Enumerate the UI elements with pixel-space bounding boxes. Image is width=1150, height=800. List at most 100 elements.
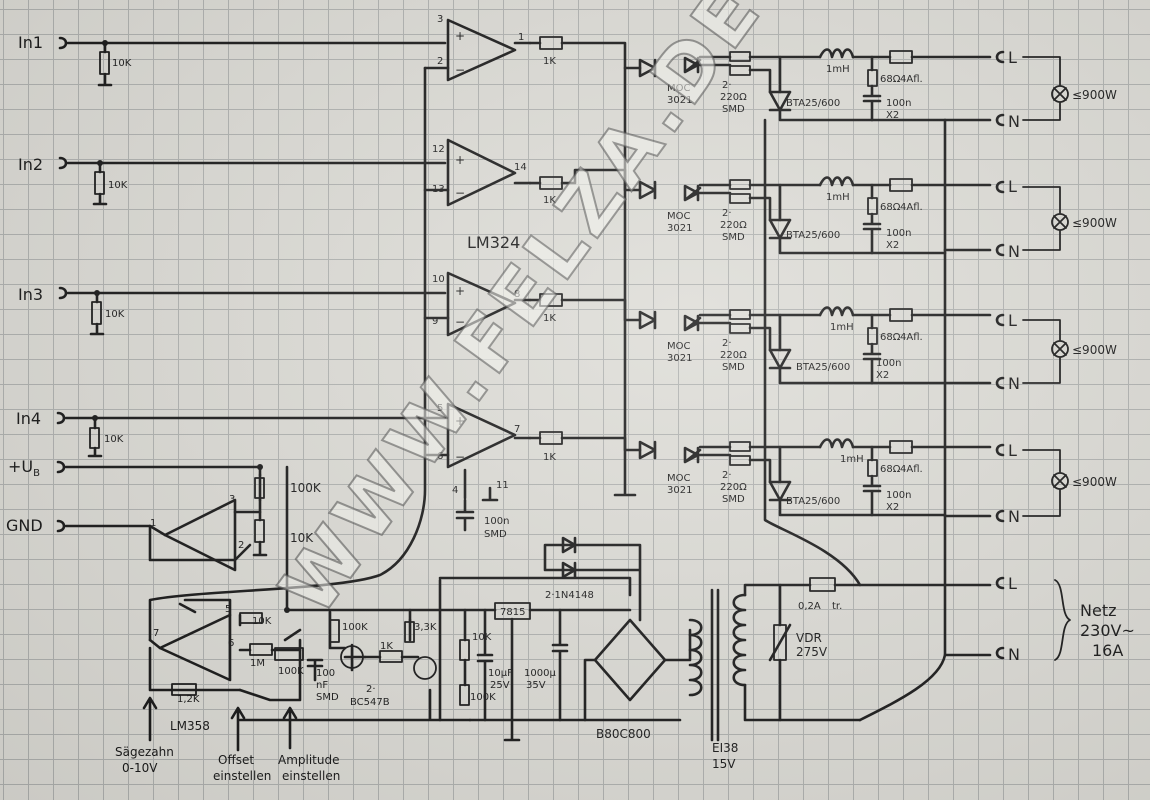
out-n-4: N: [1008, 507, 1020, 526]
pin-opamp1-out: 1: [518, 32, 524, 43]
lamp-3: [1022, 319, 1069, 384]
svg-text:220Ω: 220Ω: [720, 482, 747, 493]
pin-opamp4-out: 7: [514, 424, 520, 435]
saw-r100k: 100K: [342, 622, 368, 633]
pin-div-3: 3: [229, 494, 235, 505]
supply-inputs: [56, 460, 263, 533]
input-label-in1: In1: [18, 33, 43, 52]
annot-saw-b: 0-10V: [122, 761, 158, 775]
mains-fuse-b: tr.: [832, 601, 842, 612]
lm324-opamp-3: [423, 271, 532, 337]
reg-7815: 7815: [500, 607, 525, 618]
svg-text:−: −: [455, 315, 465, 329]
div-r100k: 100K: [290, 481, 322, 495]
saw-r10k: 10K: [252, 616, 272, 627]
svg-text:BTA25/600: BTA25/600: [786, 230, 840, 241]
pin-div-1: 1: [150, 518, 156, 529]
triac-common-bus: [763, 118, 862, 587]
pin-opamp1-minus: 2: [437, 56, 443, 67]
resistor-label-in1: 10K: [112, 58, 132, 69]
netz-voltage: 230V~: [1080, 621, 1135, 640]
mains-fuse-a: 0,2A: [798, 601, 821, 612]
opto-led-4: [638, 440, 657, 460]
svg-text:100n: 100n: [876, 358, 901, 369]
power-stage-3: [683, 306, 992, 385]
opto-led-2: [638, 180, 657, 200]
power-stage-1: [683, 48, 992, 122]
svg-text:1mH: 1mH: [840, 454, 864, 465]
input-label-in2: In2: [18, 155, 43, 174]
pin-opamp2-minus: 13: [432, 184, 445, 195]
svg-text:68Ω: 68Ω: [880, 74, 901, 85]
svg-text:68Ω: 68Ω: [880, 202, 901, 213]
resistor-label-in2: 10K: [108, 180, 128, 191]
lamp-1: [1022, 56, 1069, 121]
svg-text:1mH: 1mH: [826, 192, 850, 203]
lamp-rating-4: ≤900W: [1072, 475, 1117, 489]
annot-amp-b: einstellen: [282, 769, 340, 783]
svg-text:220Ω: 220Ω: [720, 92, 747, 103]
lm324-opamp-2: [423, 138, 532, 207]
pin-lm324-4: 4: [452, 485, 458, 496]
ps-cap10-b: 25V: [490, 680, 510, 691]
svg-text:X2: X2: [886, 502, 899, 513]
annot-off-a: Offset: [218, 753, 254, 767]
svg-text:4Afl.: 4Afl.: [900, 332, 923, 343]
svg-text:+: +: [455, 284, 465, 298]
out-n-1: N: [1008, 112, 1020, 131]
svg-text:MOC: MOC: [667, 211, 690, 222]
svg-text:SMD: SMD: [722, 232, 745, 243]
input-channel-2: [58, 156, 447, 206]
svg-text:SMD: SMD: [722, 362, 745, 373]
svg-text:2·: 2·: [722, 338, 732, 349]
pin-opamp3-out: 8: [514, 289, 520, 300]
pin-div-2: 2: [238, 540, 244, 551]
lm324-label: LM324: [467, 233, 520, 252]
input-channel-1: [58, 36, 447, 87]
lm324-opamp-1: [423, 18, 532, 82]
out-l-4: L: [1008, 441, 1017, 460]
pin-saw-5: 5: [225, 604, 231, 615]
output-connectors: [943, 50, 1005, 660]
out-l-1: L: [1008, 48, 1017, 67]
input-channel-4: [56, 411, 447, 458]
power-stage-4: [683, 438, 992, 517]
power-supply: [408, 536, 692, 742]
ps-r10k: 10K: [472, 632, 492, 643]
saw-cap-c: SMD: [316, 692, 339, 703]
div-r10k: 10K: [290, 531, 314, 545]
lamp-rating-1: ≤900W: [1072, 88, 1117, 102]
lm324-cap-type: SMD: [484, 529, 507, 540]
svg-text:+: +: [455, 153, 465, 167]
led-return: [613, 66, 637, 497]
pin-opamp3-plus: 10: [432, 274, 445, 285]
sawtooth-generator: [148, 465, 472, 722]
svg-text:X2: X2: [886, 240, 899, 251]
mains-n: N: [1008, 645, 1020, 664]
svg-text:220Ω: 220Ω: [720, 220, 747, 231]
saw-transistors-b: BC547B: [350, 697, 390, 708]
vdr-label: VDR: [796, 631, 822, 645]
lamp-2: [1022, 186, 1069, 251]
ps-cap1000-b: 35V: [526, 680, 546, 691]
svg-text:X2: X2: [876, 370, 889, 381]
r1k-label-1: 1K: [543, 56, 556, 67]
input-channel-3: [58, 286, 447, 336]
input-label-in4: In4: [16, 409, 41, 428]
svg-text:2·: 2·: [722, 208, 732, 219]
svg-text:3021: 3021: [667, 485, 692, 496]
annot-amp-a: Amplitude: [278, 753, 340, 767]
annot-saw-a: Sägezahn: [115, 745, 174, 759]
input-label-in3: In3: [18, 285, 43, 304]
svg-text:100n: 100n: [886, 98, 911, 109]
annot-off-b: einstellen: [213, 769, 271, 783]
lamp-rating-2: ≤900W: [1072, 216, 1117, 230]
svg-text:BTA25/600: BTA25/600: [786, 98, 840, 109]
pin-opamp2-out: 14: [514, 162, 527, 173]
saw-cap-a: 100: [316, 668, 335, 679]
out-n-3: N: [1008, 374, 1020, 393]
